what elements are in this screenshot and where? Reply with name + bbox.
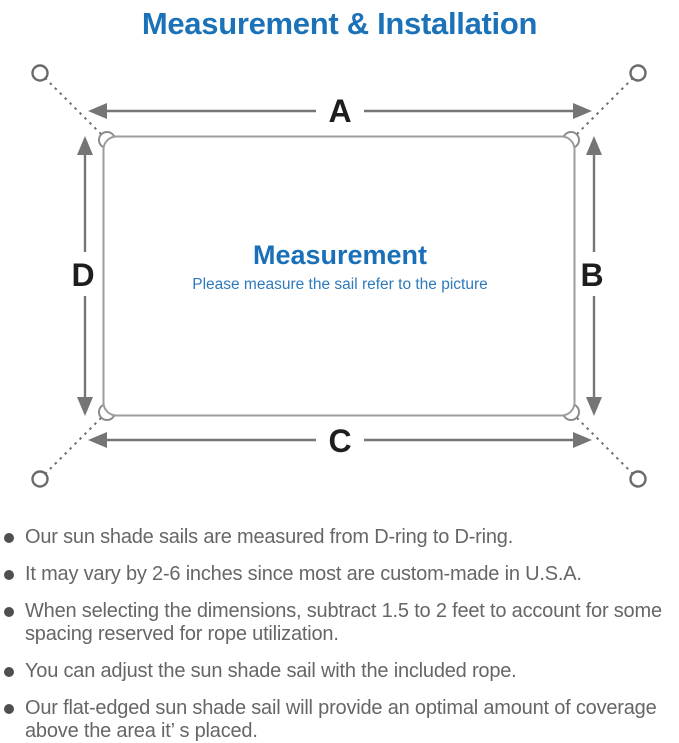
arrowhead-left-icon [88,103,107,119]
measurement-diagram: A C D B Measurement Please measure the s… [0,56,679,516]
bullet-icon [4,607,14,617]
anchor-ring-top-left-icon [31,64,49,82]
bullet-icon [4,704,14,714]
corner-rope-dashed-lines [39,72,639,480]
dashed-line-bottom-left [39,415,104,480]
anchor-ring-bottom-left-icon [31,470,49,488]
dimension-arrow-b [586,136,602,416]
dimension-label-b: B [580,257,603,293]
anchor-ring-bottom-right-icon [629,470,647,488]
anchor-rings [31,64,647,488]
dashed-line-bottom-right [574,415,639,480]
arrowhead-right-icon [573,432,592,448]
page-title: Measurement & Installation [141,6,538,41]
list-item: It may vary by 2-6 inches since most are… [4,563,665,586]
note-text: It may vary by 2-6 inches since most are… [25,563,582,585]
arrowhead-down-icon [77,397,93,416]
dimension-label-a: A [328,93,351,129]
arrowhead-right-icon [573,103,592,119]
note-text: When selecting the dimensions, subtract … [25,600,662,645]
note-text: You can adjust the sun shade sail with t… [25,660,517,682]
notes-list: Our sun shade sails are measured from D-… [0,516,679,743]
dimension-arrow-d [77,136,93,416]
dimension-label-c: C [328,423,351,459]
center-title: Measurement [253,240,427,270]
arrowhead-left-icon [88,432,107,448]
list-item: When selecting the dimensions, subtract … [4,600,665,646]
sail-outline [102,135,576,417]
note-text: Our sun shade sails are measured from D-… [25,526,514,548]
bullet-icon [4,667,14,677]
dimension-label-d: D [71,257,94,293]
center-subtitle: Please measure the sail refer to the pic… [192,276,488,293]
arrowhead-down-icon [586,397,602,416]
arrowhead-up-icon [586,136,602,155]
list-item: Our flat-edged sun shade sail will provi… [4,697,665,743]
list-item: You can adjust the sun shade sail with t… [4,660,665,683]
bullet-icon [4,570,14,580]
note-text: Our flat-edged sun shade sail will provi… [25,697,657,742]
dimension-arrow-c [88,432,592,448]
arrowhead-up-icon [77,136,93,155]
dashed-line-top-right [574,72,639,137]
bullet-icon [4,533,14,543]
list-item: Our sun shade sails are measured from D-… [4,526,665,549]
dashed-line-top-left [39,72,104,137]
anchor-ring-top-right-icon [629,64,647,82]
dimension-arrow-a [88,103,592,119]
